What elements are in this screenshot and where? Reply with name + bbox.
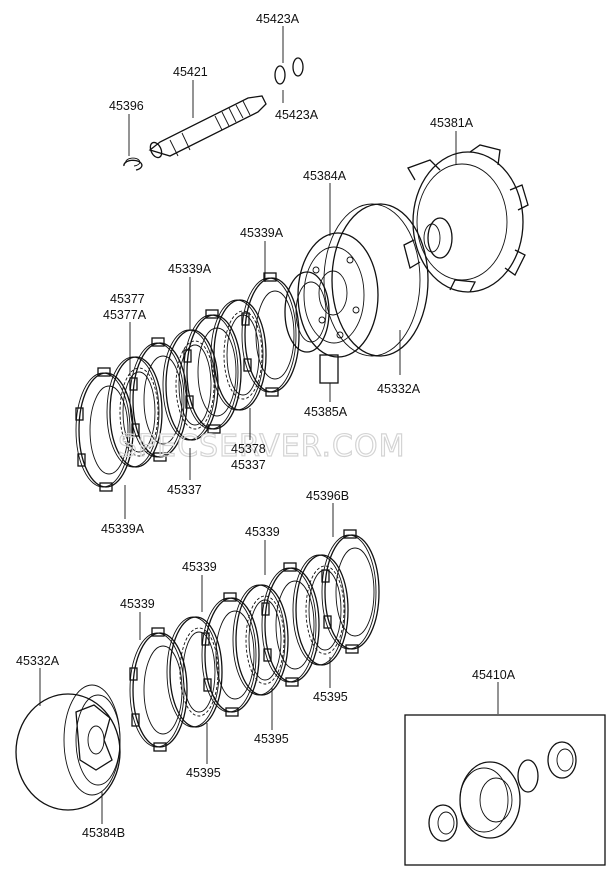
clutch-plate-lower-1 (321, 529, 380, 654)
label-45339A-bottom: 45339A (101, 522, 145, 536)
label-45337-left: 45337 (167, 483, 202, 497)
label-45377: 45377 (110, 292, 145, 306)
part-labels: 45423A 45421 45423A 45396 45381A 45384A … (16, 12, 516, 840)
clutch-drum-45381A (403, 144, 529, 293)
label-45339-right: 45339 (245, 525, 280, 539)
piston-45332A-lower (15, 684, 121, 811)
o-rings-45423A (274, 57, 304, 85)
clutch-plate-lower-6 (166, 616, 223, 728)
label-45337-right: 45337 (231, 458, 266, 472)
clutch-plate-lower-7 (129, 627, 188, 752)
leader-lines (39, 26, 499, 824)
seal-ring-45385A (284, 271, 339, 384)
clutch-plate-upper-1 (241, 272, 300, 397)
clutch-plate-upper-4 (162, 329, 219, 441)
snap-ring-45396 (123, 157, 143, 171)
label-45410A: 45410A (472, 668, 516, 682)
label-45395-middle: 45395 (254, 732, 289, 746)
label-45423A-top: 45423A (256, 12, 300, 26)
label-45332A-left: 45332A (16, 654, 60, 668)
label-45381A: 45381A (430, 116, 474, 130)
label-45396B: 45396B (306, 489, 349, 503)
label-45384A: 45384A (303, 169, 347, 183)
label-45377A: 45377A (103, 308, 147, 322)
label-45378: 45378 (231, 442, 266, 456)
label-45339A-right: 45339A (240, 226, 284, 240)
detail-box-45410A (404, 714, 606, 866)
label-45396: 45396 (109, 99, 144, 113)
label-45339-middle: 45339 (182, 560, 217, 574)
spring-retainer-45384A (297, 232, 379, 358)
label-45423A-mid: 45423A (275, 108, 319, 122)
label-45384B: 45384B (82, 826, 125, 840)
label-45339A-middle: 45339A (168, 262, 212, 276)
piston-45332A (323, 203, 429, 357)
input-shaft (148, 95, 267, 159)
watermark-text: SPECSERVER.COM (118, 429, 405, 464)
label-45421: 45421 (173, 65, 208, 79)
label-45385A: 45385A (304, 405, 348, 419)
label-45332A-right: 45332A (377, 382, 421, 396)
label-45395-right: 45395 (313, 690, 348, 704)
label-45339-left: 45339 (120, 597, 155, 611)
label-45395-left: 45395 (186, 766, 221, 780)
